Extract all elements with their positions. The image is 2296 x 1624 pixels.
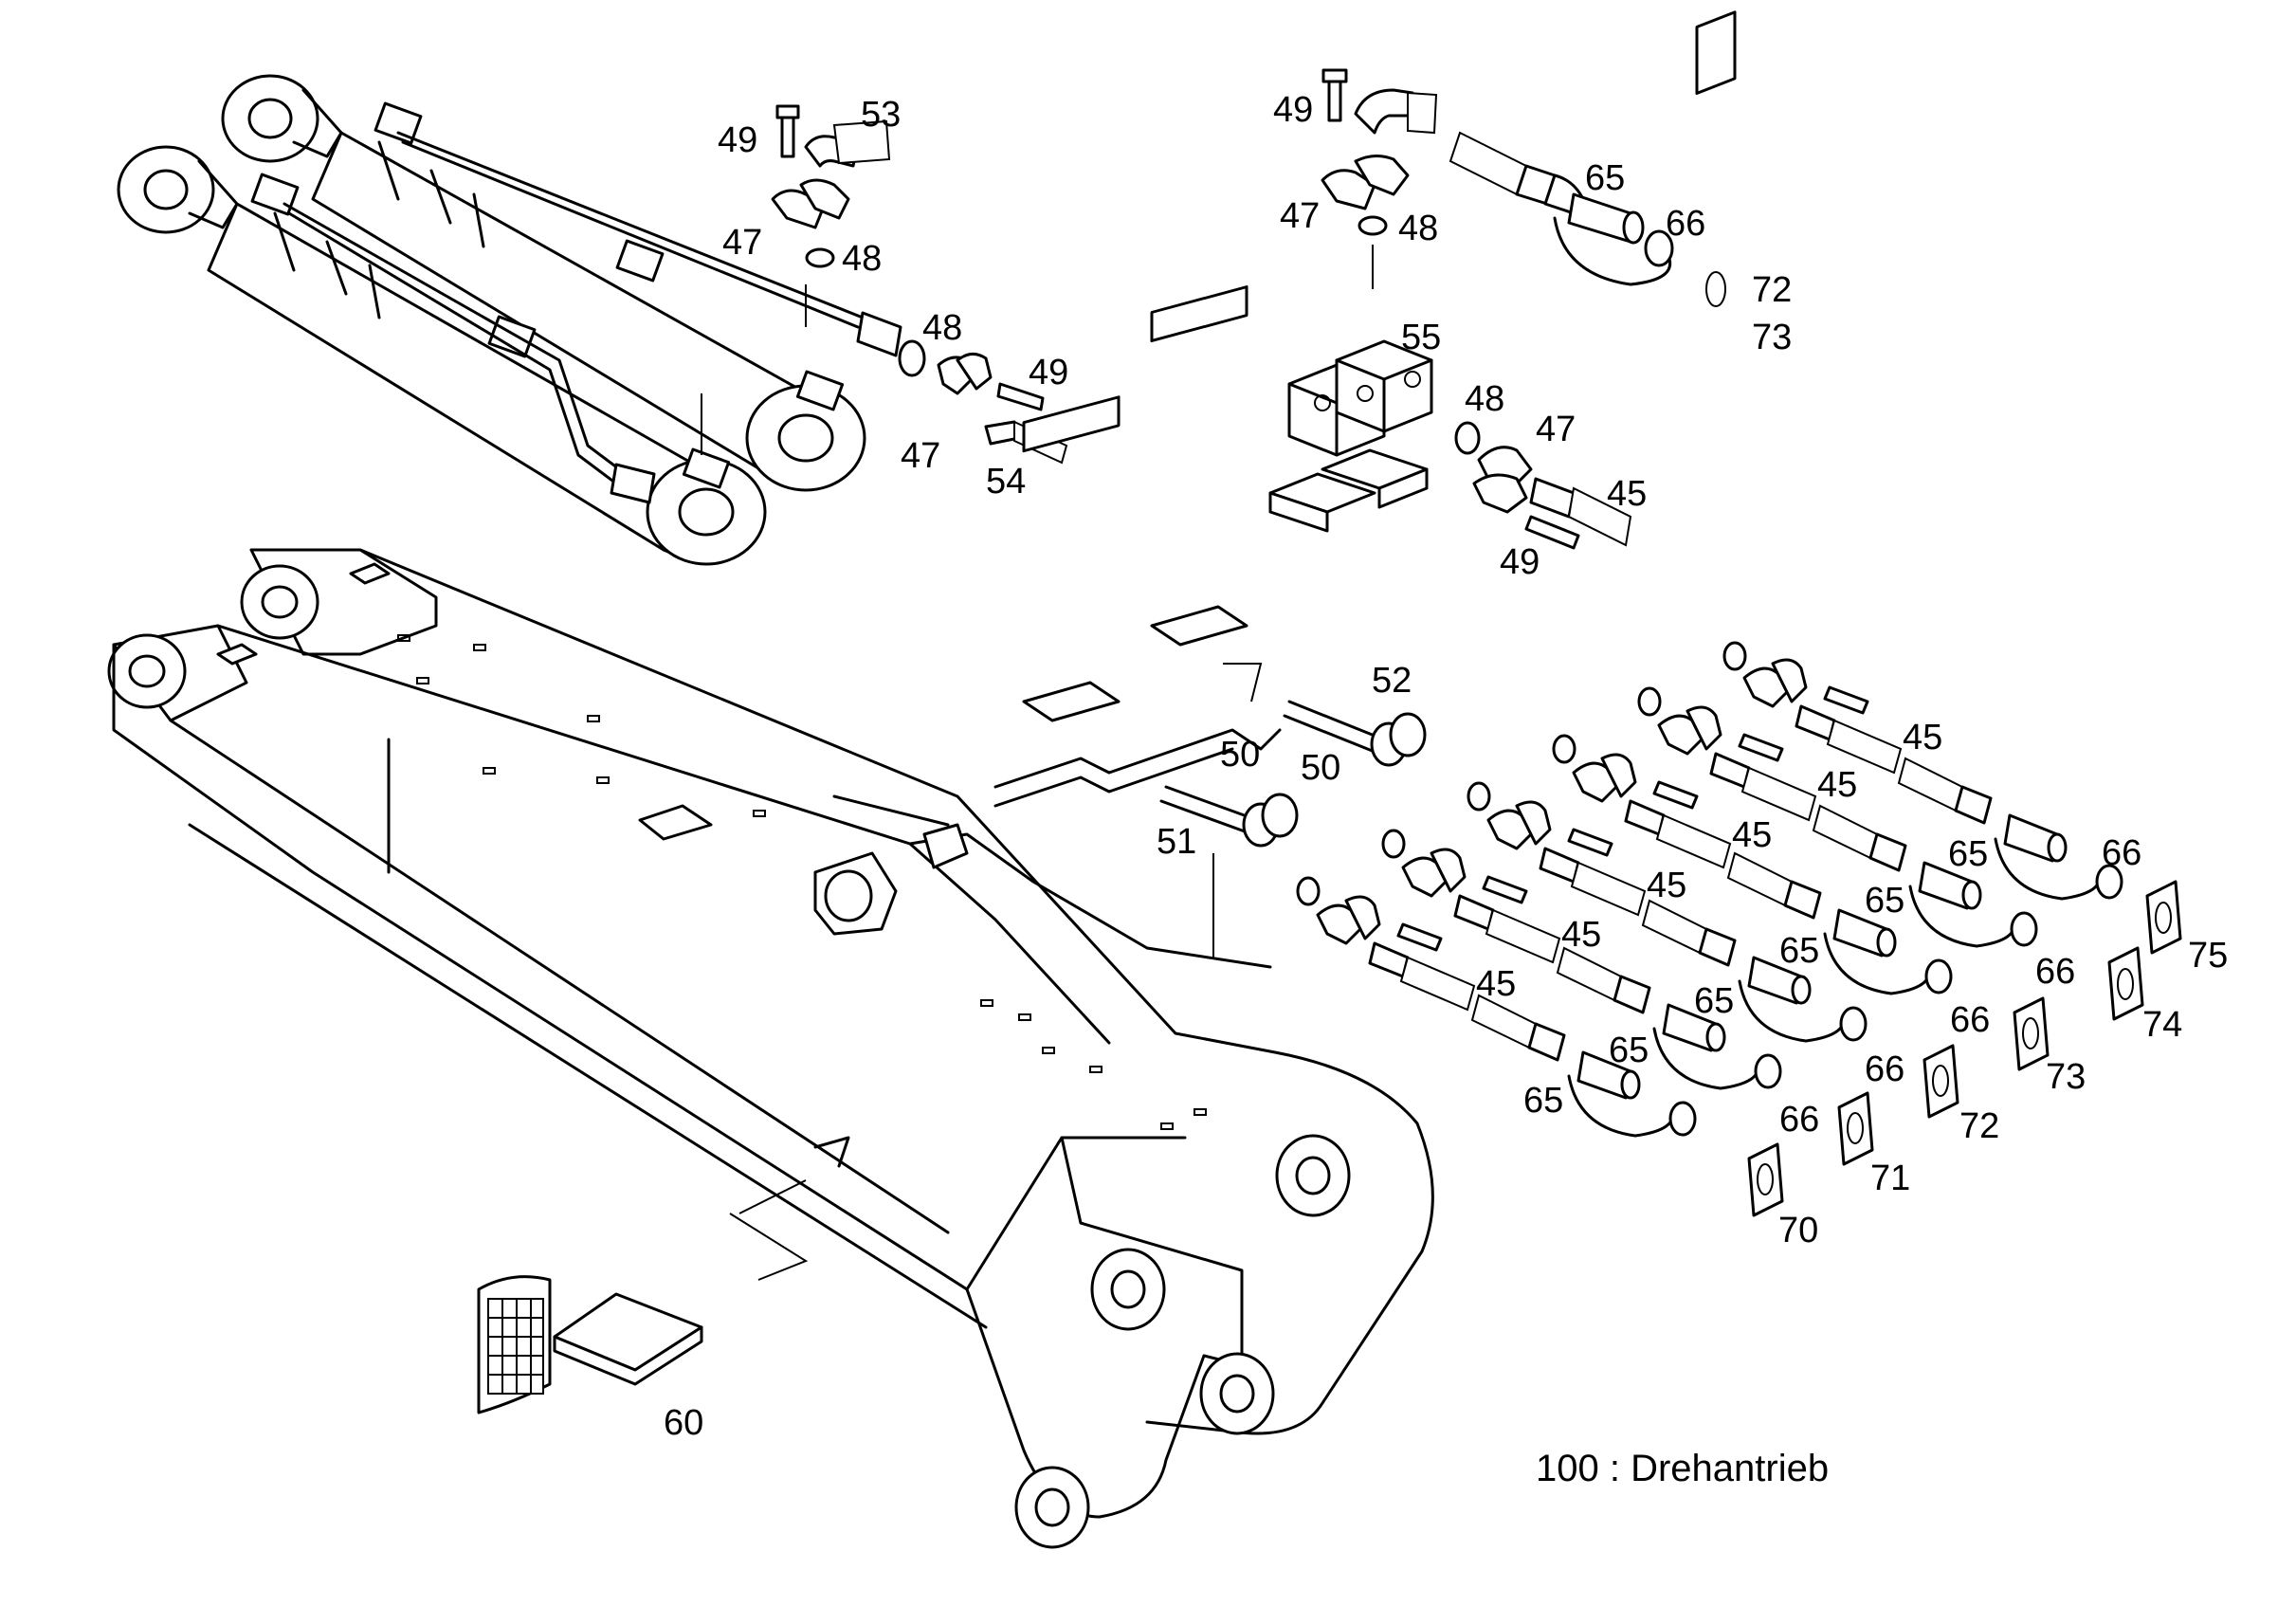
boom-body <box>107 548 1434 1549</box>
hose-row-5 <box>1381 829 1782 1090</box>
callout-label: 50 <box>1220 735 1260 775</box>
hose-row-2 <box>1637 686 2038 948</box>
callout-label: 65 <box>1948 834 1988 874</box>
valve-block-group <box>1268 10 1737 550</box>
callout-label: 47 <box>901 436 940 476</box>
callout-label: 49 <box>718 120 757 160</box>
hose-rows <box>1296 641 2182 1217</box>
callout-label: 66 <box>1666 204 1705 244</box>
callout-label: 75 <box>2188 936 2228 976</box>
callout-label: 65 <box>1609 1031 1649 1070</box>
callout-label: 49 <box>1500 542 1540 582</box>
part-60-set <box>477 1275 703 1414</box>
callout-label: 55 <box>1401 318 1441 357</box>
callout-label: 54 <box>986 462 1026 502</box>
callout-label: 45 <box>1647 866 1686 905</box>
hose-row-1 <box>1722 641 2123 901</box>
callout-label: 72 <box>1959 1106 1999 1146</box>
callout-label: 65 <box>1865 881 1904 921</box>
callout-label: 65 <box>1585 158 1625 198</box>
callout-label: 73 <box>1752 318 1792 357</box>
callout-label: 73 <box>2046 1057 2086 1097</box>
callout-label: 50 <box>1301 748 1340 788</box>
gasket-set <box>1747 880 2182 1217</box>
callout-label: 48 <box>1465 379 1504 419</box>
callout-label: 48 <box>842 239 882 279</box>
callout-label: 45 <box>1561 915 1601 955</box>
callout-label: 52 <box>1372 661 1412 701</box>
callout-label: 70 <box>1778 1211 1818 1250</box>
callout-label: 66 <box>1779 1100 1819 1140</box>
cylinder-back <box>221 74 902 492</box>
callout-label: 60 <box>664 1403 703 1443</box>
callout-label: 47 <box>1536 410 1576 449</box>
cylinder-front <box>117 145 767 566</box>
callout-label: 45 <box>1903 718 1942 757</box>
callout-label: 66 <box>1865 1049 1904 1089</box>
boom-cylinder-pair <box>117 74 902 566</box>
clamp-bar-group <box>993 285 1427 958</box>
callout-label: 45 <box>1607 474 1647 514</box>
callout-label: 51 <box>1157 822 1196 862</box>
callout-label: 66 <box>2102 833 2141 873</box>
callout-label: 49 <box>1273 90 1313 130</box>
callout-label: 65 <box>1523 1081 1563 1121</box>
callout-label: 45 <box>1732 815 1772 855</box>
diagram-note: 100 : Drehantrieb <box>1536 1448 1829 1489</box>
callout-label: 47 <box>722 223 762 263</box>
callout-label: 45 <box>1476 964 1516 1004</box>
callout-label: 48 <box>1398 209 1438 248</box>
hose-row-6 <box>1296 876 1697 1138</box>
callout-label: 71 <box>1870 1159 1910 1198</box>
hose-row-4 <box>1467 781 1868 1043</box>
callout-label: 65 <box>1779 931 1819 971</box>
callout-label: 66 <box>1950 1000 1990 1040</box>
callout-label: 48 <box>922 308 962 348</box>
callout-label: 65 <box>1694 981 1734 1021</box>
callout-label: 45 <box>1817 765 1857 805</box>
callout-label: 74 <box>2142 1005 2182 1045</box>
callout-label: 66 <box>2035 952 2075 992</box>
callout-label: 72 <box>1752 270 1792 310</box>
callout-label: 49 <box>1029 353 1068 392</box>
callout-label: 47 <box>1280 196 1320 236</box>
callout-label: 53 <box>861 95 901 135</box>
hose-row-3 <box>1552 734 1953 995</box>
callout-labels: 49 53 47 48 48 49 47 54 49 65 66 47 48 7… <box>664 90 2228 1443</box>
